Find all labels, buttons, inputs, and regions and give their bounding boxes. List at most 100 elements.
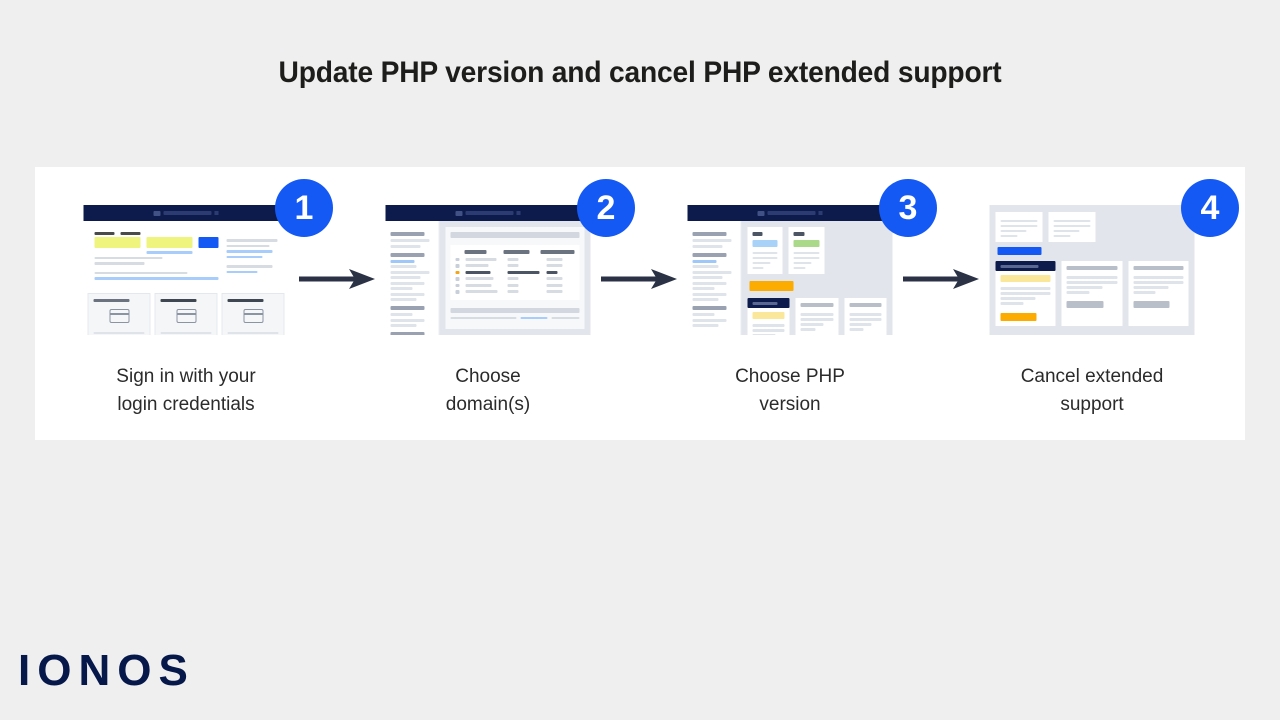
ionos-mark-icon: [455, 210, 463, 216]
product-card[interactable]: [154, 292, 218, 335]
table-row-selected[interactable]: [455, 270, 575, 274]
php-version-card[interactable]: [1048, 212, 1096, 242]
sidebar-item[interactable]: [390, 281, 425, 285]
cell-php-version: [507, 290, 519, 294]
secondary-action-button[interactable]: [997, 247, 1042, 255]
table-row[interactable]: [455, 257, 575, 261]
password-field[interactable]: [146, 237, 193, 248]
sidebar-item[interactable]: [692, 276, 723, 279]
cancel-support-screen-thumbnail[interactable]: [941, 205, 1243, 340]
sidebar-item[interactable]: [390, 324, 417, 327]
row-checkbox[interactable]: [455, 257, 459, 261]
sidebar-item[interactable]: [692, 292, 727, 296]
table-row[interactable]: [455, 277, 575, 281]
php-version-card[interactable]: [747, 227, 783, 274]
sidebar-item[interactable]: [390, 244, 421, 248]
php-version-card[interactable]: [788, 227, 825, 274]
step-caption-line: version: [759, 394, 821, 415]
php-version-card[interactable]: [995, 212, 1043, 242]
sidebar-item[interactable]: [692, 298, 719, 301]
sidebar-item[interactable]: [390, 318, 425, 322]
table-footer-bar: [450, 307, 580, 313]
sidebar-item[interactable]: [390, 298, 417, 301]
sidebar-item[interactable]: [692, 313, 714, 316]
sidebar-item[interactable]: [390, 265, 417, 268]
sidebar-item[interactable]: [692, 270, 732, 274]
sidebar-item[interactable]: [692, 324, 719, 327]
user-field[interactable]: [94, 237, 141, 248]
side-link[interactable]: [226, 255, 263, 258]
side-link[interactable]: [226, 250, 273, 253]
php-version-card-row: [747, 227, 856, 274]
extended-support-card[interactable]: [995, 261, 1056, 326]
sidebar-item-active[interactable]: [390, 259, 415, 263]
row-checkbox[interactable]: [455, 264, 459, 268]
sidebar-item[interactable]: [692, 244, 723, 248]
card-action-button[interactable]: [1066, 300, 1104, 308]
sidebar: [687, 221, 742, 335]
sidebar-item[interactable]: [390, 270, 430, 274]
sidebar-item[interactable]: [390, 276, 421, 279]
row-checkbox-selected[interactable]: [455, 270, 459, 274]
card-action-button[interactable]: [1133, 300, 1170, 308]
card-text-line: [800, 313, 834, 316]
column-header-php-version: [503, 250, 530, 254]
php-version-card[interactable]: [1128, 261, 1189, 326]
side-text-line: [226, 244, 270, 247]
row-checkbox[interactable]: [455, 277, 459, 281]
forgot-password-link[interactable]: [146, 251, 193, 254]
sidebar-item[interactable]: [390, 313, 412, 316]
sidebar-item[interactable]: [692, 265, 719, 268]
card-text-line: [1133, 286, 1169, 289]
table-row[interactable]: [455, 283, 575, 287]
php-version-card[interactable]: [844, 298, 887, 335]
php-version-card[interactable]: [795, 298, 839, 335]
php-version-screen-thumbnail[interactable]: [639, 205, 941, 340]
page-heading-bar: [450, 232, 580, 238]
step-number-badge-2: 2: [577, 179, 635, 237]
login-screen-thumbnail[interactable]: [35, 205, 337, 340]
topbar-label: [465, 211, 514, 215]
sidebar-item[interactable]: [692, 318, 727, 322]
domain-list-screen-thumbnail[interactable]: [337, 205, 639, 340]
status-badge-active: [752, 239, 778, 247]
sidebar-item[interactable]: [390, 239, 430, 242]
side-link[interactable]: [226, 270, 258, 273]
domain-table: [450, 245, 580, 300]
step-caption-line: Sign in with your: [116, 366, 256, 387]
sidebar-item[interactable]: [692, 239, 732, 242]
sidebar-item[interactable]: [692, 287, 714, 290]
sidebar-item[interactable]: [390, 287, 412, 290]
row-checkbox[interactable]: [455, 283, 459, 287]
cell-php-version: [507, 277, 519, 281]
top-card-row: [995, 212, 1139, 242]
extended-support-card[interactable]: [747, 298, 790, 335]
sidebar-item[interactable]: [390, 292, 425, 296]
chevron-down-icon: [214, 211, 219, 215]
cell-domain: [465, 290, 498, 294]
primary-action-button[interactable]: [749, 281, 794, 291]
browser-topbar: [83, 205, 289, 221]
flow-step-2: 2 Choose domain(s): [337, 167, 677, 440]
sidebar-item[interactable]: [692, 281, 727, 285]
sidebar-item-active[interactable]: [692, 259, 717, 263]
browser-topbar: [385, 205, 591, 221]
footer-link[interactable]: [520, 316, 548, 320]
row-checkbox[interactable]: [455, 290, 459, 294]
topbar-label: [163, 211, 212, 215]
login-button[interactable]: [198, 237, 219, 248]
flow-step-4: 4 Cancel extended support: [941, 167, 1243, 440]
cell-php-version: [507, 270, 540, 274]
table-footer-line: [450, 316, 580, 320]
login-hint-line: [94, 262, 145, 265]
product-card[interactable]: [87, 292, 151, 335]
cell-domain: [465, 283, 492, 287]
table-row[interactable]: [455, 290, 575, 294]
cell-extended-support: [546, 277, 563, 281]
table-row[interactable]: [455, 264, 575, 268]
cancel-extended-support-button[interactable]: [1000, 312, 1037, 321]
login-note-link[interactable]: [94, 277, 219, 280]
card-text-line: [849, 318, 882, 321]
product-card[interactable]: [221, 292, 285, 335]
php-version-card[interactable]: [1061, 261, 1123, 326]
